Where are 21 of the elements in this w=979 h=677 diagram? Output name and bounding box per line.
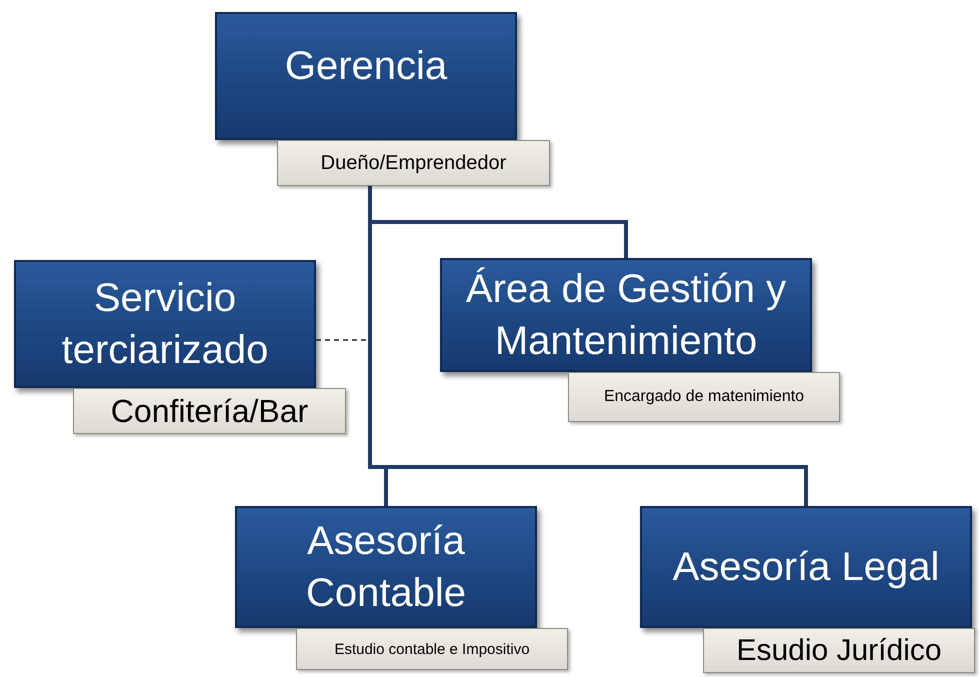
role-note-box	[703, 628, 975, 673]
org-box	[14, 260, 316, 388]
box-title: Asesoría Contable	[304, 518, 468, 617]
role-note-box	[568, 372, 840, 422]
box-title: Asesoría Legal	[672, 544, 940, 591]
role-note-box	[73, 388, 346, 434]
dashed-connector	[316, 339, 366, 341]
box-title: Servicio terciarizado	[60, 275, 270, 374]
box-title: Gerencia	[284, 43, 448, 90]
org-box	[640, 506, 972, 628]
role-note-box	[277, 140, 550, 186]
org-box	[235, 506, 537, 628]
box-title: Área de Gestión y Mantenimiento	[464, 266, 788, 365]
role-text: Dueño/Emprendedor	[320, 152, 506, 174]
role-text: Confitería/Bar	[110, 392, 308, 430]
role-text: Esudio Jurídico	[736, 634, 942, 668]
org-box	[440, 258, 812, 372]
role-note-box	[296, 628, 568, 670]
org-box	[215, 12, 517, 140]
role-text: Estudio contable e Impositivo	[334, 640, 530, 658]
role-text: Encargado de matenimiento	[604, 388, 804, 406]
